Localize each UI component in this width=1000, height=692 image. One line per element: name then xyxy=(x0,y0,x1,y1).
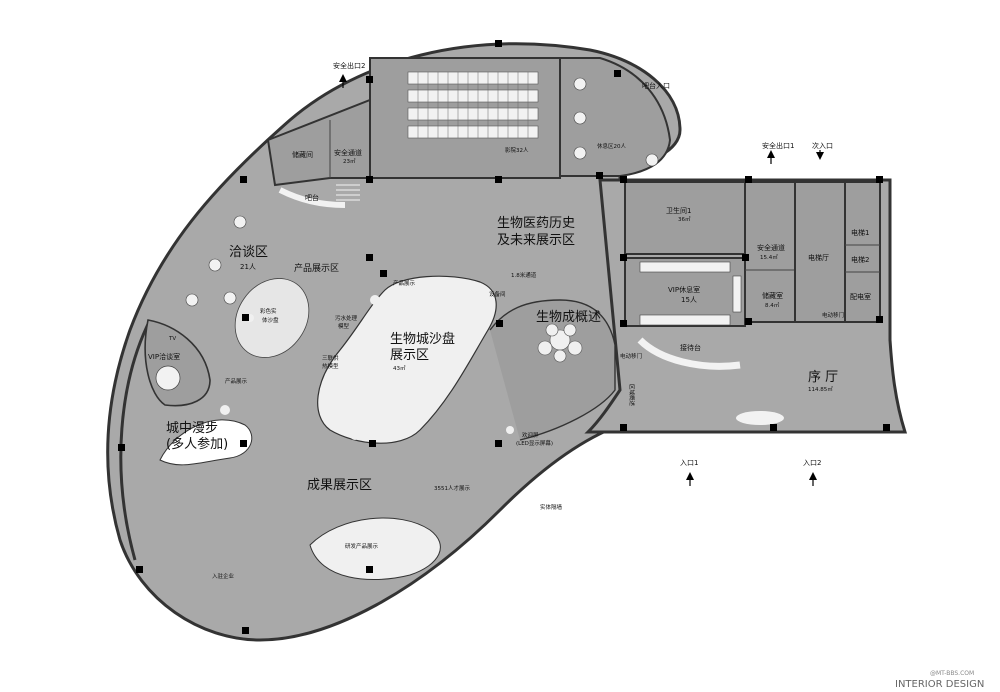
label-equipment-room: 设备间 xyxy=(489,290,506,298)
watermark-bottom: INTERIOR DESIGN xyxy=(895,679,984,690)
label-entrance2: 入口2 xyxy=(803,459,821,467)
label-electric-door: 电动移门 xyxy=(620,352,642,360)
label-storage-left: 储藏间 xyxy=(292,150,313,159)
label-fire-passage-left-area: 23㎡ xyxy=(343,157,356,165)
label-electric-door2: 电动移门 xyxy=(822,311,844,319)
label-three-waste-2: 热模型 xyxy=(322,362,339,370)
label-cinema: 影院32人 xyxy=(505,146,529,154)
label-overview-wall: 区域概述 xyxy=(628,384,636,407)
rest-zone xyxy=(559,57,672,177)
vip-sofas xyxy=(639,261,742,326)
label-fire-passage-right-area: 15.4㎡ xyxy=(760,253,778,261)
negotiation-tables xyxy=(185,215,247,307)
vip-table xyxy=(155,365,181,391)
label-sandbox-2: 展示区 xyxy=(390,348,429,363)
columns xyxy=(118,40,890,634)
outer-arc xyxy=(119,319,152,561)
label-city-walk-2: (多人参加) xyxy=(166,436,228,452)
label-product-display-small2: 产品展示 xyxy=(225,377,248,385)
rest-tables xyxy=(573,77,659,167)
reception-desk xyxy=(637,337,741,370)
restroom-block xyxy=(624,181,746,255)
label-fire-passage-left: 安全通道 xyxy=(334,148,362,157)
label-history-zone-1: 生物医药历史 xyxy=(497,216,575,231)
label-restroom: 卫生间1 xyxy=(666,206,691,215)
label-rd-products: 研发产品展示 xyxy=(345,542,379,550)
arrows xyxy=(339,74,824,480)
city-walk-feature xyxy=(159,419,253,466)
label-elevator1: 电梯1 xyxy=(851,228,869,237)
label-sandbox-1: 生物城沙盘 xyxy=(390,331,455,347)
label-elevator2: 电梯2 xyxy=(851,255,869,264)
elevator-shafts xyxy=(844,181,881,323)
label-secondary-entrance: 次入口 xyxy=(812,141,833,150)
label-partition: 实体隔墙 xyxy=(540,503,563,511)
label-vip-negotiation: VIP洽谈室 xyxy=(148,352,180,361)
label-power-room: 配电室 xyxy=(850,292,871,301)
label-reception: 接待台 xyxy=(680,343,701,352)
label-welcome-screen-1: 欢迎屏 xyxy=(522,431,539,439)
label-bio-overview: 生物成概述 xyxy=(536,310,601,325)
label-color-sandbox-2: 体沙盘 xyxy=(262,316,279,324)
color-sandbox xyxy=(234,278,310,358)
sandbox-island xyxy=(317,275,497,444)
label-talent-display: 3551人才展示 xyxy=(434,484,470,492)
rd-product-island xyxy=(309,517,441,580)
label-corridor: 1.8米通道 xyxy=(511,271,537,279)
label-sewage-1: 污水处理 xyxy=(335,314,358,322)
label-vip-lounge: VIP休息室 xyxy=(668,285,700,294)
lobby-feature xyxy=(736,411,784,425)
label-welcome-screen-2: (LED显示屏幕) xyxy=(516,439,553,447)
label-storage-right-area: 8.4㎡ xyxy=(765,301,780,309)
label-tv: TV xyxy=(168,336,176,342)
label-exit1: 安全出口1 xyxy=(762,141,794,150)
label-fire-passage-right: 安全通道 xyxy=(757,243,785,252)
cinema-seat-dividers xyxy=(417,72,529,138)
stairs-left xyxy=(336,184,360,201)
elevator-hall-block xyxy=(794,181,846,323)
label-product-display-small: 产品展示 xyxy=(393,279,416,287)
left-rooms xyxy=(266,98,371,187)
bio-overview-feature xyxy=(537,323,583,363)
bar-counter xyxy=(278,187,346,208)
cinema-seats xyxy=(407,71,539,139)
label-enterprises: 入驻企业 xyxy=(212,572,235,580)
label-exit2: 安全出口2 xyxy=(333,61,365,70)
label-lobby-area: 114.85㎡ xyxy=(808,385,833,393)
label-storage-right: 储藏室 xyxy=(762,291,783,300)
label-three-waste-1: 三联供 xyxy=(322,354,339,362)
label-elevator-hall: 电梯厅 xyxy=(808,253,829,262)
label-vip-lounge-count: 15人 xyxy=(681,296,697,304)
label-history-zone-2: 及未来展示区 xyxy=(497,233,575,248)
sandbox-walkway xyxy=(489,299,616,441)
label-sewage-2: 模型 xyxy=(338,322,350,330)
label-rest-area: 休息区20人 xyxy=(597,142,626,150)
label-product-zone: 产品展示区 xyxy=(294,262,339,274)
label-lobby: 序 厅 xyxy=(808,370,838,385)
right-service-block xyxy=(744,181,796,323)
label-balcony-entrance: 吧台入口 xyxy=(642,81,670,90)
label-entrance1: 入口1 xyxy=(680,459,698,467)
label-city-walk-1: 城中漫步 xyxy=(166,421,218,436)
label-bar: 吧台 xyxy=(305,193,319,202)
label-restroom-area: 36㎡ xyxy=(678,215,691,223)
label-negotiation-count: 21人 xyxy=(240,263,256,271)
label-sandbox-area: 43㎡ xyxy=(393,364,406,372)
watermark-top: @MT-BBS.COM xyxy=(930,670,974,677)
label-negotiation: 洽谈区 xyxy=(229,245,268,260)
label-color-sandbox-1: 彩色实 xyxy=(260,307,277,315)
label-results-zone: 成果展示区 xyxy=(307,478,372,493)
